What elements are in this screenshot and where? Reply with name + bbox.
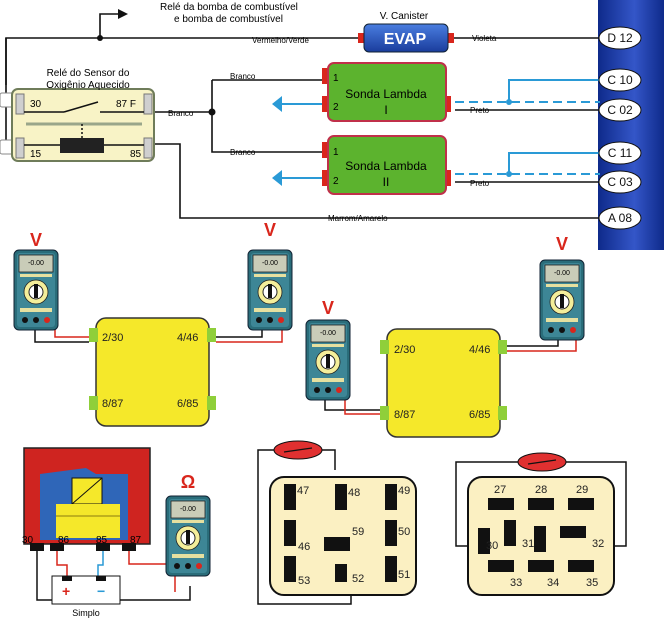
ohmmeter-reading: -0.00: [180, 506, 196, 513]
wire-black-label-1: Preto: [470, 106, 490, 115]
wire-brown-yellow-label: Marrom/Amarelo: [328, 214, 388, 223]
ecu-pin-c11: C 11: [608, 146, 633, 160]
sensor1-index: I: [384, 103, 387, 117]
relay1-pin-6-85: 6/85: [177, 398, 198, 410]
relay2-pin-8-87: 8/87: [394, 409, 415, 421]
sensor2-label: Sonda Lambda: [345, 159, 427, 173]
relay-pin-85: 85: [130, 149, 142, 160]
ecu-pin-d12: D 12: [607, 31, 633, 45]
volt-symbol-4: V: [556, 234, 568, 254]
bench-pin-87: 87: [130, 535, 142, 546]
wire-red-green-label: Vermelho/Verde: [252, 36, 309, 45]
socket2-pin-35: 35: [586, 577, 598, 589]
wire-black-label-2: Preto: [470, 179, 490, 188]
pump-relay-label-2: e bomba de combustível: [174, 14, 283, 25]
relay-pin-87f: 87 F: [116, 99, 136, 110]
volt-symbol-1: V: [30, 230, 42, 250]
volt-symbol-3: V: [322, 298, 334, 318]
ohm-symbol: Ω: [181, 472, 195, 492]
sensor1-label: Sonda Lambda: [345, 87, 427, 101]
socket1-pin-48: 48: [348, 487, 360, 499]
ecu-pin-a08: A 08: [608, 211, 632, 225]
sensor2-pin1: 1: [333, 147, 339, 158]
volt-symbol-2: V: [264, 220, 276, 240]
socket2-pin-27: 27: [494, 484, 506, 496]
lambda-sensor-1: [327, 62, 447, 122]
meter2-reading: -0.00: [262, 260, 278, 267]
wire-violet-label: Violeta: [472, 34, 497, 43]
socket2-pin-29: 29: [576, 484, 588, 496]
socket2-pin-30: 30: [486, 540, 498, 552]
ecu-pin-c10: C 10: [607, 73, 633, 87]
sensor2-index: II: [383, 175, 390, 189]
relay-title-line2: Oxigênio Aquecido: [46, 80, 130, 91]
socket1-pin-49: 49: [398, 485, 410, 497]
battery-label: Simplo: [72, 608, 100, 618]
relay-box-1: [95, 317, 210, 427]
sensor2-pin2: 2: [333, 176, 339, 187]
bench-pin-30: 30: [22, 535, 34, 546]
relay1-pin-2-30: 2/30: [102, 332, 123, 344]
battery-minus: −: [97, 583, 105, 599]
socket2-pin-28: 28: [535, 484, 547, 496]
wire-white-label-2: Branco: [168, 109, 194, 118]
bench-pin-86: 86: [58, 535, 70, 546]
wire-white-label-3: Branco: [230, 148, 256, 157]
relay1-pin-4-46: 4/46: [177, 332, 198, 344]
relay-socket-1: 47 48 49 46 59 50 53 52 51: [257, 440, 417, 605]
ecu-pins: D 12 C 10 C 02 C 11 C 03 A 08: [598, 26, 642, 230]
meter4-reading: -0.00: [554, 270, 570, 277]
ecu-pin-c02: C 02: [607, 103, 633, 117]
pump-relay-label-1: Relé da bomba de combustível: [160, 2, 298, 13]
socket2-pin-33: 33: [510, 577, 522, 589]
socket2-pin-32: 32: [592, 538, 604, 550]
socket1-pin-53: 53: [298, 575, 310, 587]
relay-pin-30: 30: [30, 99, 42, 110]
lambda-sensor-2: [327, 135, 447, 195]
sensor1-pin2: 2: [333, 102, 339, 113]
bench-pin-85: 85: [96, 535, 108, 546]
canister-title: V. Canister: [380, 11, 429, 22]
battery-plus: +: [62, 583, 70, 599]
relay-socket-2: 27 28 29 30 31 32 33 34 35: [455, 452, 627, 596]
relay2-pin-2-30: 2/30: [394, 344, 415, 356]
relay2-pin-4-46: 4/46: [469, 344, 490, 356]
socket1-pin-52: 52: [352, 573, 364, 585]
wire-white-label-1: Branco: [230, 72, 256, 81]
socket1-pin-50: 50: [398, 526, 410, 538]
socket1-pin-51: 51: [398, 569, 410, 581]
socket1-pin-59: 59: [352, 526, 364, 538]
socket1-pin-47: 47: [297, 485, 309, 497]
sensor1-pin1: 1: [333, 73, 339, 84]
relay-title-line1: Relé do Sensor do: [47, 68, 130, 79]
socket2-pin-31: 31: [522, 538, 534, 550]
evap-canister: [363, 23, 449, 53]
ecu-pin-c03: C 03: [607, 175, 633, 189]
relay-pin-15: 15: [30, 149, 42, 160]
shield-wires: [280, 79, 600, 179]
socket1-pin-46: 46: [298, 541, 310, 553]
relay-box-2: [386, 328, 501, 438]
relay2-pin-6-85: 6/85: [469, 409, 490, 421]
evap-label: EVAP: [384, 31, 427, 48]
meter3-reading: -0.00: [320, 330, 336, 337]
meter1-reading: -0.00: [28, 260, 44, 267]
socket2-pin-34: 34: [547, 577, 559, 589]
relay1-pin-8-87: 8/87: [102, 398, 123, 410]
relay-bench-test: 30 86 85 87 + − Simplo: [22, 447, 191, 618]
